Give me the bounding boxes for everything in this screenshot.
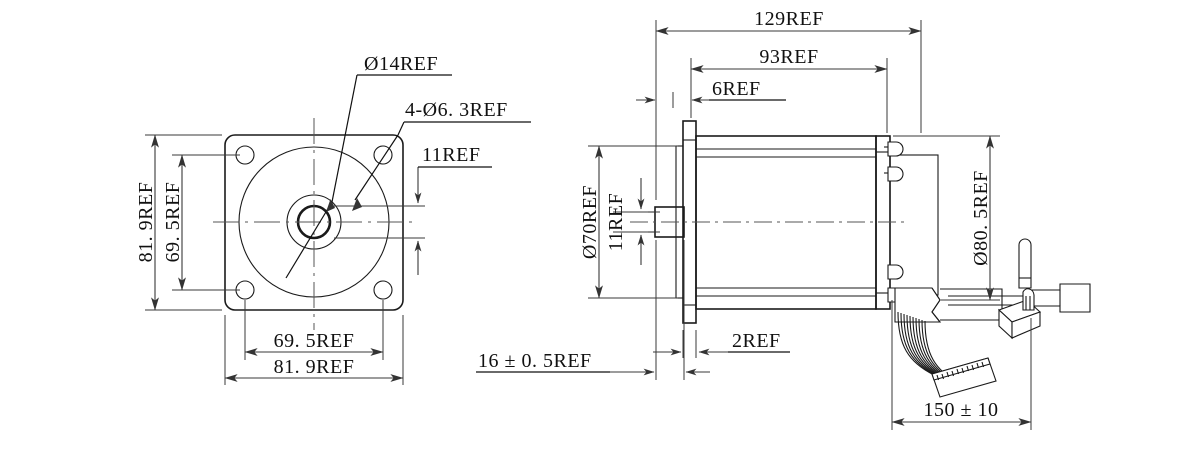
cable-sleeve-zigzag <box>931 287 941 323</box>
bolt-head-3 <box>887 264 904 280</box>
connector-block-top <box>1011 311 1041 339</box>
cable-wire-3 <box>903 313 941 378</box>
cable-wire-1 <box>897 311 935 376</box>
label-width-bolt-circle: 69. 5REF <box>274 330 355 352</box>
side-section-view: 129REF 93REF 6REF Ø70REF 11REF Ø80. 5REF <box>476 8 1091 430</box>
cable-sleeve-body <box>894 287 942 323</box>
label-flange-thickness: 2REF <box>732 330 781 352</box>
leader-mounting-holes <box>354 134 399 201</box>
ribbon-cable <box>897 311 997 398</box>
ribbon-connector-lip <box>931 357 991 381</box>
label-cable-length: 150 ± 10 <box>924 399 999 421</box>
label-height-outer: 81. 9REF <box>135 182 157 263</box>
bolt-head-2 <box>887 166 904 182</box>
ribbon-connector-pins <box>936 361 985 381</box>
antenna-cylinder <box>1018 238 1032 289</box>
label-shaft-diameter: Ø14REF <box>364 53 438 75</box>
label-height-bolt-circle: 69. 5REF <box>162 182 184 263</box>
label-shaft-length: 16 ± 0. 5REF <box>478 350 592 372</box>
label-flange-step: 6REF <box>712 78 761 100</box>
connector-barrel <box>1031 283 1091 313</box>
mounting-hole-bottom-right <box>373 280 393 300</box>
leader-shaft-diameter2 <box>331 74 358 203</box>
label-overall-length: 129REF <box>754 8 824 30</box>
bolt-head-1 <box>887 141 904 157</box>
label-shaft-dia-side: 11REF <box>605 193 627 251</box>
label-mounting-holes: 4-Ø6. 3REF <box>405 99 508 121</box>
angled-connector-block <box>997 288 1042 340</box>
leader-arrow-shaft-a <box>326 199 335 212</box>
connector-clip <box>1022 288 1035 311</box>
label-body-length: 93REF <box>759 46 818 68</box>
label-hub-height: 11REF <box>422 144 480 166</box>
label-body-diameter: Ø80. 5REF <box>970 170 992 266</box>
leader-shaft-diameter <box>285 201 333 279</box>
label-pilot-diameter: Ø70REF <box>579 185 601 259</box>
leader-arrow-holes-a <box>352 198 362 211</box>
leader-mounting-holes2 <box>397 121 405 136</box>
cable-wire-2 <box>900 312 938 377</box>
mounting-hole-top-right <box>373 145 393 165</box>
front-face-view: Ø14REF 4-Ø6. 3REF 11REF 81. 9REF 69. 5RE… <box>135 53 531 385</box>
label-width-outer: 81. 9REF <box>274 356 355 378</box>
